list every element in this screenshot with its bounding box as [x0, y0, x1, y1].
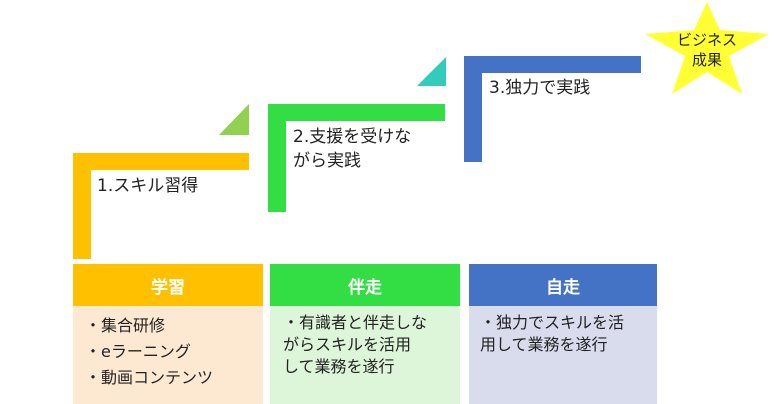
step-3-vertical-bar: [464, 56, 482, 162]
step-1-accent-triangle: [219, 104, 249, 135]
column-title: 伴走: [348, 277, 382, 298]
star-icon: [645, 2, 769, 94]
list-item: ・独力でスキルを活 用して業務を遂行: [480, 313, 625, 354]
list-item: ・有識者と伴走しな がらスキルを活用 して業務を遂行: [283, 313, 428, 376]
step-2-horizontal-bar: [268, 104, 445, 121]
step-3-horizontal-bar: [464, 56, 641, 73]
column-body-accompany: ・有識者と伴走しな がらスキルを活用 して業務を遂行: [270, 306, 460, 404]
column-title: 学習: [151, 277, 185, 298]
column-title: 自走: [546, 277, 580, 298]
list-item: ・動画コンテンツ: [85, 368, 214, 387]
step-2-vertical-bar: [268, 104, 286, 212]
list-item: ・eラーニング: [85, 342, 191, 361]
goal-label: ビジネス 成果: [676, 31, 737, 69]
step-3-label: 3.独力で実践: [489, 78, 591, 98]
list-item: ・集合研修: [85, 316, 166, 335]
step-1-vertical-bar: [73, 153, 91, 259]
column-header-accompany: 伴走: [270, 264, 460, 306]
step-2-label: 2.支援を受けな がら実践: [293, 127, 412, 171]
column-body-self-run: ・独力でスキルを活 用して業務を遂行: [469, 306, 657, 404]
step-1-label: 1.スキル習得: [97, 176, 199, 196]
column-header-self-run: 自走: [469, 264, 657, 306]
step-2-accent-triangle: [417, 57, 446, 86]
column-header-learning: 学習: [73, 264, 263, 306]
step-1-horizontal-bar: [73, 153, 249, 170]
goal-star: ビジネス 成果: [645, 2, 769, 94]
column-body-learning: ・集合研修 ・eラーニング ・動画コンテンツ: [73, 306, 263, 404]
